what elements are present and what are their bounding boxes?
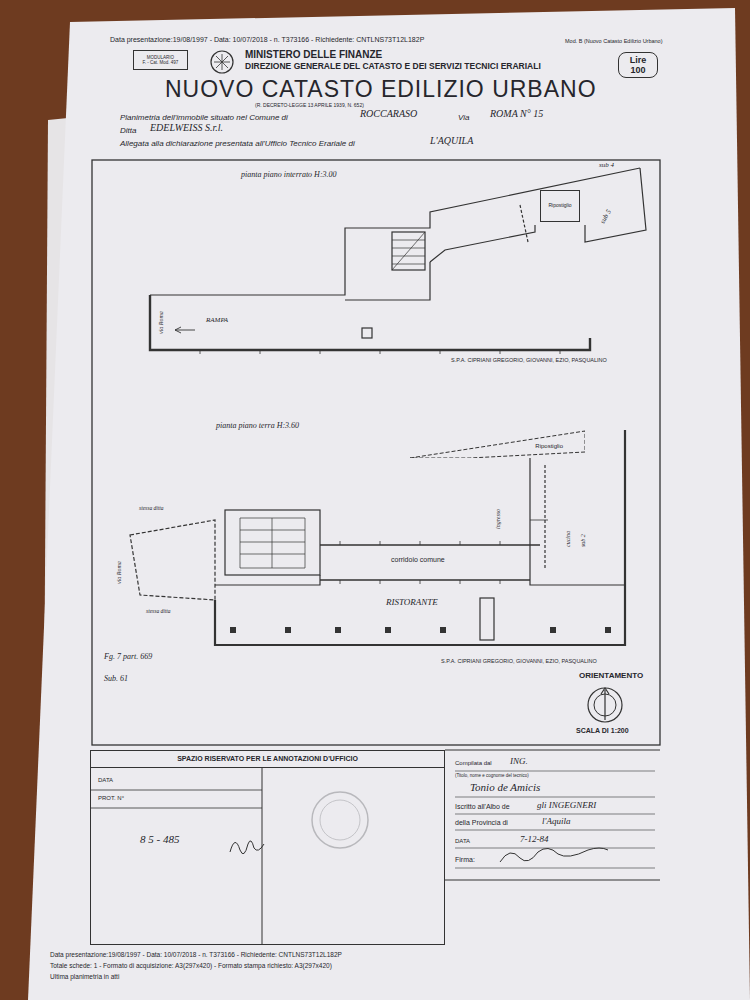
handwritten-note: ingresso [495,508,502,530]
printed-label: Mod. B (Nuovo Catasto Edilizio Urbano) [565,38,663,44]
underground-plan [150,168,646,354]
handwritten-note: gli INGEGNERI [537,800,596,810]
printed-label: Compilata dal [455,760,492,767]
handwritten-note: Fg. 7 part. 669 [103,652,153,661]
ground-plan [130,430,625,645]
handwritten-note: EDELWEISS S.r.l. [150,122,223,134]
handwritten-note: ING. [510,756,528,766]
state-emblem [211,51,233,73]
office-stamp [320,800,360,840]
handwritten-note: pianta piano interrato H:3.00 [240,170,338,179]
handwritten-note: RISTORANTE [385,597,439,607]
handwritten-note: Tonio de Amicis [470,781,540,794]
handwritten-note: ROCCARASO [360,108,417,120]
storage-room: Ripostiglio [540,190,580,222]
annotation-grid [90,750,660,945]
signature [500,848,608,862]
handwritten-note: 7-12-84 [520,834,549,844]
printed-label: Firma: [455,856,475,864]
printed-label: Ultima planimetria in atti [50,973,119,980]
handwritten-note: via Roma [158,310,165,335]
handwritten-note: 8 5 - 485 [140,833,179,846]
printed-label: Ditta [120,126,136,135]
handwritten-note: sub 4 [598,161,615,169]
handwritten-note: sub 2 [580,533,587,548]
node-text: Lire 100 [619,55,657,76]
printed-label: DATA [98,777,113,784]
handwritten-note: via Roma [116,560,123,585]
printed-label: della Provincia di [455,819,508,827]
modulario-stamp: MODULARIOF. - Cat. Mod. 497 [133,50,188,70]
printed-label: S.P.A. CIPRIANI GREGORIO, GIOVANNI, EZIO… [450,357,608,363]
printed-label: Data presentazione:19/08/1997 - Data: 10… [110,36,424,44]
printed-label: Allegata alla dichiarazione presentata a… [120,139,355,148]
node-text: F. - Cat. Mod. 497 [141,60,181,65]
printed-label: Via [458,113,469,122]
box-heading: SPAZIO RISERVATO PER LE ANNOTAZIONI D'UF… [91,751,444,768]
initials-scribble [230,841,264,854]
office-stamp [312,792,368,848]
orientation-compass [588,688,622,722]
handwritten-note: stessa ditta [145,608,172,614]
handwritten-note: cucina [565,530,572,548]
node-text: Ripostiglio [546,203,573,209]
printed-label: DIREZIONE GENERALE DEL CATASTO E DEI SER… [245,62,541,72]
handwritten-note: stessa ditta [138,505,165,511]
storage-band: Ripostiglio [410,428,585,458]
printed-label: (R. DECRETO-LEGGE 13 APRILE 1939, N. 652… [255,103,364,109]
printed-label: corridoio comune [390,556,446,564]
printed-label: (Titolo, nome e cognome del tecnico) [455,773,529,778]
band-outline [410,431,585,458]
printed-label: Data presentazione:19/08/1997 - Data: 10… [50,951,342,958]
handwritten-note: sub 5 [598,207,613,226]
plan-frame [92,160,660,745]
handwritten-note: ROMA N° 15 [490,108,543,120]
annotation-box: SPAZIO RISERVATO PER LE ANNOTAZIONI D'UF… [90,750,445,945]
handwritten-note: RAMPA [205,316,229,324]
printed-label: S.P.A. CIPRIANI GREGORIO, GIOVANNI, EZIO… [440,658,598,664]
handwritten-note: l'Aquila [542,816,570,826]
printed-label: ORIENTAMENTO [578,671,644,680]
printed-label: Iscritto all'Albo de [455,803,510,811]
handwritten-note: L'AQUILA [430,135,473,147]
node-text: MODULARIO [145,55,176,60]
handwritten-note: Sub. 61 [103,674,129,683]
node-text: Ripostiglio [533,443,565,450]
sheet-title: NUOVO CATASTO EDILIZIO URBANO [165,76,597,102]
printed-label: SCALA DI 1:200 [575,727,630,735]
paper-sheet [28,8,750,1000]
printed-label: Planimetria dell'immobile situato nel Co… [120,113,288,122]
printed-label: PROT. N° [98,795,124,802]
printed-label: DATA [455,838,470,845]
stamp-duty-box: Lire 100 [618,52,658,78]
handwritten-note: pianta piano terra H:3.60 [215,421,300,430]
printed-label: MINISTERO DELLE FINANZE [245,49,382,61]
printed-label: Totale schede: 1 - Formato di acquisizio… [50,962,332,969]
